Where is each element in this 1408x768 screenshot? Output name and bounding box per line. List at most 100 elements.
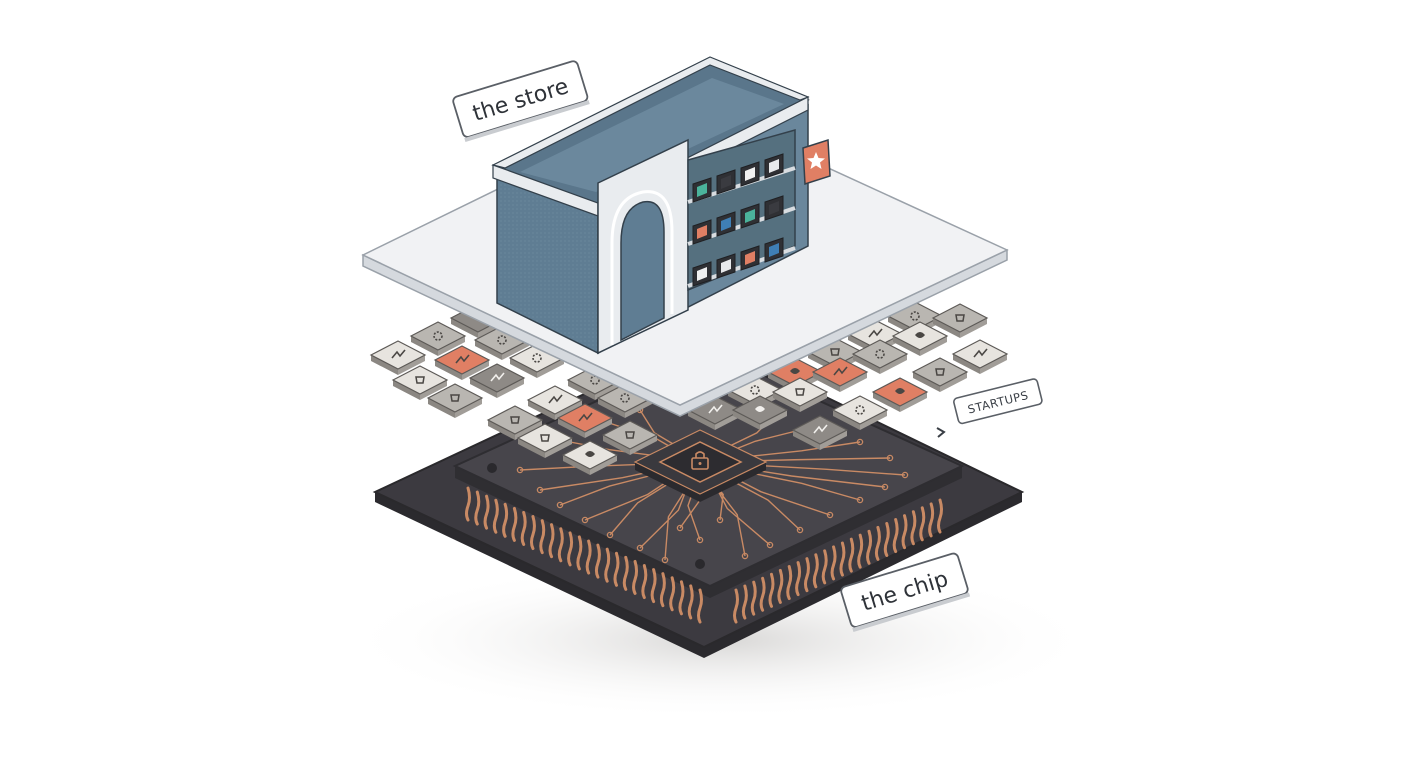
- chart-icon: [813, 424, 828, 434]
- store-door: [620, 200, 665, 342]
- copper-pin: [539, 519, 546, 555]
- copper-pin: [795, 561, 802, 597]
- trace-pad: [741, 552, 749, 560]
- copper-pin: [821, 549, 828, 585]
- cup-icon: [833, 366, 848, 376]
- cup-icon: [455, 354, 470, 364]
- copper-pin: [892, 518, 899, 554]
- store-roof-inner: [520, 78, 784, 192]
- app-icon: [716, 169, 736, 195]
- trace-pad: [856, 496, 864, 504]
- chart-icon: [708, 404, 723, 414]
- copper-pin: [883, 521, 890, 557]
- copper-pin: [901, 514, 908, 550]
- lock-icon: [691, 451, 709, 470]
- app-icon: [692, 261, 712, 287]
- chart-icon: [755, 406, 765, 412]
- pointer-icon: [936, 427, 946, 438]
- trace-pad: [581, 516, 589, 524]
- gear-icon: [625, 431, 635, 439]
- app-icon: [740, 203, 760, 229]
- app-icon: [716, 211, 736, 237]
- startup-tile: [486, 405, 544, 440]
- trace-pad: [676, 524, 684, 532]
- trace-pad: [886, 454, 894, 462]
- tool-icon: [830, 348, 840, 356]
- startup-tile: [951, 339, 1009, 374]
- app-icon: [692, 219, 712, 245]
- startup-tile: [911, 357, 969, 392]
- startup-tile: [426, 383, 484, 418]
- bulb-icon: [855, 405, 865, 415]
- chip-hole: [695, 559, 705, 569]
- copper-pin: [697, 588, 703, 624]
- copper-pin: [786, 565, 793, 601]
- store-door-trim: [610, 190, 674, 345]
- startup-tile: [851, 339, 909, 374]
- startup-tile: [891, 321, 949, 356]
- copper-pin: [812, 553, 819, 589]
- copper-pin: [641, 564, 648, 600]
- trace-pad: [661, 556, 669, 564]
- copper-pin: [520, 510, 527, 546]
- copper-pin: [669, 576, 676, 612]
- copper-pin: [511, 506, 518, 542]
- copper-pin: [874, 525, 881, 561]
- startup-tile: [811, 357, 869, 392]
- app-icon: [764, 237, 784, 263]
- copper-pin: [529, 515, 536, 551]
- copper-pin: [910, 510, 917, 546]
- startup-tile: [931, 303, 989, 338]
- copper-pin: [848, 537, 855, 573]
- startup-tile: [526, 385, 584, 420]
- copper-pin: [483, 494, 490, 530]
- app-icon: [764, 153, 784, 179]
- startup-tile: [871, 377, 929, 412]
- trace-pad: [766, 541, 774, 549]
- startup-tile: [409, 321, 467, 356]
- copper-pin: [919, 506, 926, 542]
- leaf-icon: [868, 328, 883, 338]
- copper-pin: [750, 580, 757, 616]
- startup-tile: [731, 395, 789, 430]
- app-icon: [692, 177, 712, 203]
- copper-pin: [576, 535, 583, 571]
- tool-icon: [497, 335, 507, 345]
- trace-pad: [556, 501, 564, 509]
- startup-tile: [561, 440, 619, 475]
- copper-pin: [594, 543, 601, 579]
- app-icon: [740, 161, 760, 187]
- copper-pin: [465, 486, 471, 522]
- cup-icon: [895, 388, 905, 394]
- trace-pad: [606, 531, 614, 539]
- copper-pin: [839, 541, 846, 577]
- copper-pin: [928, 502, 935, 538]
- copper-pin: [650, 568, 657, 604]
- copper-pin: [474, 490, 481, 526]
- copper-pin: [548, 523, 555, 559]
- leaf-icon: [973, 348, 988, 358]
- star-icon: [807, 152, 825, 169]
- copper-pin: [937, 498, 943, 534]
- copper-pin: [492, 498, 499, 534]
- copper-pin: [585, 539, 592, 575]
- startup-tile: [831, 395, 889, 430]
- startup-tile: [771, 377, 829, 412]
- bulb-icon: [532, 353, 542, 363]
- gear-icon: [955, 314, 965, 322]
- copper-pin: [687, 584, 694, 620]
- app-icon: [716, 253, 736, 279]
- gear-icon: [433, 331, 443, 341]
- copper-pin: [567, 531, 574, 567]
- copper-pin: [777, 568, 784, 604]
- copper-pin: [659, 572, 666, 608]
- copper-pin: [613, 551, 620, 587]
- copper-pin: [632, 559, 639, 595]
- trace-pad: [696, 536, 704, 544]
- cup-icon: [790, 368, 800, 374]
- copper-pin: [866, 529, 873, 565]
- copper-pin: [741, 584, 748, 620]
- startup-tile: [391, 365, 449, 400]
- startup-tile: [433, 345, 491, 380]
